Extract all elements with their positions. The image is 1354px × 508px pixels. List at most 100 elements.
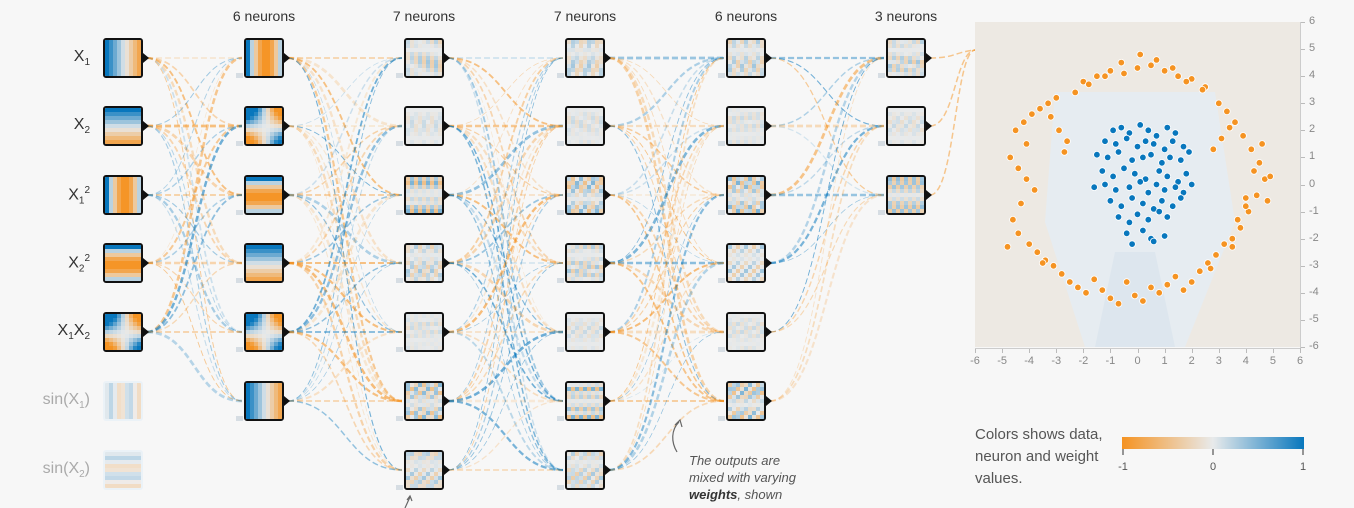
weight-link[interactable] — [146, 194, 243, 402]
bias-marker[interactable] — [236, 141, 243, 146]
weight-link[interactable] — [146, 57, 243, 127]
weight-link[interactable] — [287, 57, 403, 333]
weight-link[interactable] — [287, 57, 403, 264]
bias-marker[interactable] — [396, 347, 403, 352]
weight-link[interactable] — [608, 124, 725, 265]
bias-marker[interactable] — [718, 210, 725, 215]
neuron-5-0[interactable] — [886, 38, 926, 78]
weight-link[interactable] — [287, 56, 403, 403]
weight-link[interactable] — [447, 124, 564, 265]
weight-link[interactable] — [608, 57, 725, 127]
weight-link[interactable] — [146, 330, 243, 403]
neuron-5-1[interactable] — [886, 106, 926, 146]
bias-marker[interactable] — [557, 210, 564, 215]
neuron-3-0[interactable] — [565, 38, 605, 78]
weight-link[interactable] — [447, 194, 564, 402]
weight-link[interactable] — [146, 125, 243, 264]
weight-link[interactable] — [447, 262, 564, 333]
weight-link[interactable] — [447, 57, 564, 402]
weight-link[interactable] — [769, 57, 885, 333]
weight-link[interactable] — [146, 194, 243, 264]
bias-marker[interactable] — [557, 141, 564, 146]
weight-link[interactable] — [287, 57, 403, 402]
weight-link[interactable] — [769, 57, 885, 127]
feature-node-6[interactable] — [103, 450, 143, 490]
weight-link[interactable] — [608, 124, 725, 403]
weight-link[interactable] — [447, 125, 564, 196]
weight-link[interactable] — [447, 331, 564, 471]
neuron-4-2[interactable] — [726, 175, 766, 215]
weight-link[interactable] — [287, 330, 403, 403]
weight-link[interactable] — [287, 194, 403, 264]
weight-link[interactable] — [447, 262, 564, 402]
weight-link[interactable] — [769, 125, 885, 333]
neuron-2-6[interactable] — [404, 450, 444, 490]
bias-marker[interactable] — [718, 73, 725, 78]
feature-node-5[interactable] — [103, 381, 143, 421]
weight-link[interactable] — [287, 400, 403, 471]
bias-marker[interactable] — [878, 210, 885, 215]
weight-link[interactable] — [608, 56, 725, 128]
weight-link[interactable] — [608, 400, 725, 471]
weight-link[interactable] — [608, 57, 725, 196]
weight-link[interactable] — [447, 57, 564, 264]
weight-link[interactable] — [287, 261, 403, 334]
weight-link[interactable] — [608, 261, 725, 472]
weight-link[interactable] — [608, 194, 725, 264]
weight-link[interactable] — [447, 330, 564, 403]
neuron-2-1[interactable] — [404, 106, 444, 146]
neuron-1-4[interactable] — [244, 312, 284, 352]
weight-link[interactable] — [608, 262, 725, 333]
weight-link[interactable] — [447, 331, 564, 471]
neuron-1-2[interactable] — [244, 175, 284, 215]
neuron-2-5[interactable] — [404, 381, 444, 421]
weight-link[interactable] — [447, 57, 564, 333]
weight-link[interactable] — [146, 194, 243, 264]
weight-link[interactable] — [608, 331, 725, 402]
neuron-4-5[interactable] — [726, 381, 766, 421]
weight-link[interactable] — [287, 262, 403, 333]
weight-link[interactable] — [769, 193, 885, 403]
weight-link[interactable] — [447, 194, 564, 264]
feature-node-0[interactable] — [103, 38, 143, 78]
bias-marker[interactable] — [236, 416, 243, 421]
weight-link[interactable] — [608, 125, 725, 333]
weight-link[interactable] — [608, 57, 725, 471]
neuron-4-0[interactable] — [726, 38, 766, 78]
weight-link[interactable] — [447, 57, 564, 196]
feature-node-4[interactable] — [103, 312, 143, 352]
neuron-3-3[interactable] — [565, 243, 605, 283]
feature-node-3[interactable] — [103, 243, 143, 283]
weight-link[interactable] — [447, 57, 564, 127]
neuron-3-4[interactable] — [565, 312, 605, 352]
weight-link[interactable] — [769, 194, 885, 333]
neuron-4-3[interactable] — [726, 243, 766, 283]
weight-link[interactable] — [447, 57, 564, 402]
neuron-2-4[interactable] — [404, 312, 444, 352]
weight-link[interactable] — [608, 193, 725, 472]
weight-link[interactable] — [146, 57, 243, 196]
weight-link[interactable] — [146, 57, 243, 264]
weight-link[interactable] — [287, 330, 403, 403]
bias-marker[interactable] — [236, 210, 243, 215]
bias-marker[interactable] — [396, 141, 403, 146]
weight-link[interactable] — [447, 57, 564, 333]
neuron-2-3[interactable] — [404, 243, 444, 283]
weight-link[interactable] — [146, 124, 243, 265]
weight-link[interactable] — [146, 57, 243, 333]
weight-link[interactable] — [608, 194, 725, 264]
neuron-4-4[interactable] — [726, 312, 766, 352]
weight-link[interactable] — [447, 125, 564, 471]
weight-link[interactable] — [608, 262, 725, 402]
bias-marker[interactable] — [718, 347, 725, 352]
weight-link[interactable] — [608, 125, 725, 333]
weight-link[interactable] — [146, 262, 243, 333]
weight-link[interactable] — [287, 331, 403, 471]
weight-link[interactable] — [287, 125, 403, 196]
bias-marker[interactable] — [718, 416, 725, 421]
weight-link[interactable] — [447, 262, 564, 471]
bias-marker[interactable] — [236, 73, 243, 78]
bias-marker[interactable] — [396, 73, 403, 78]
neuron-3-5[interactable] — [565, 381, 605, 421]
weight-link[interactable] — [447, 125, 564, 333]
